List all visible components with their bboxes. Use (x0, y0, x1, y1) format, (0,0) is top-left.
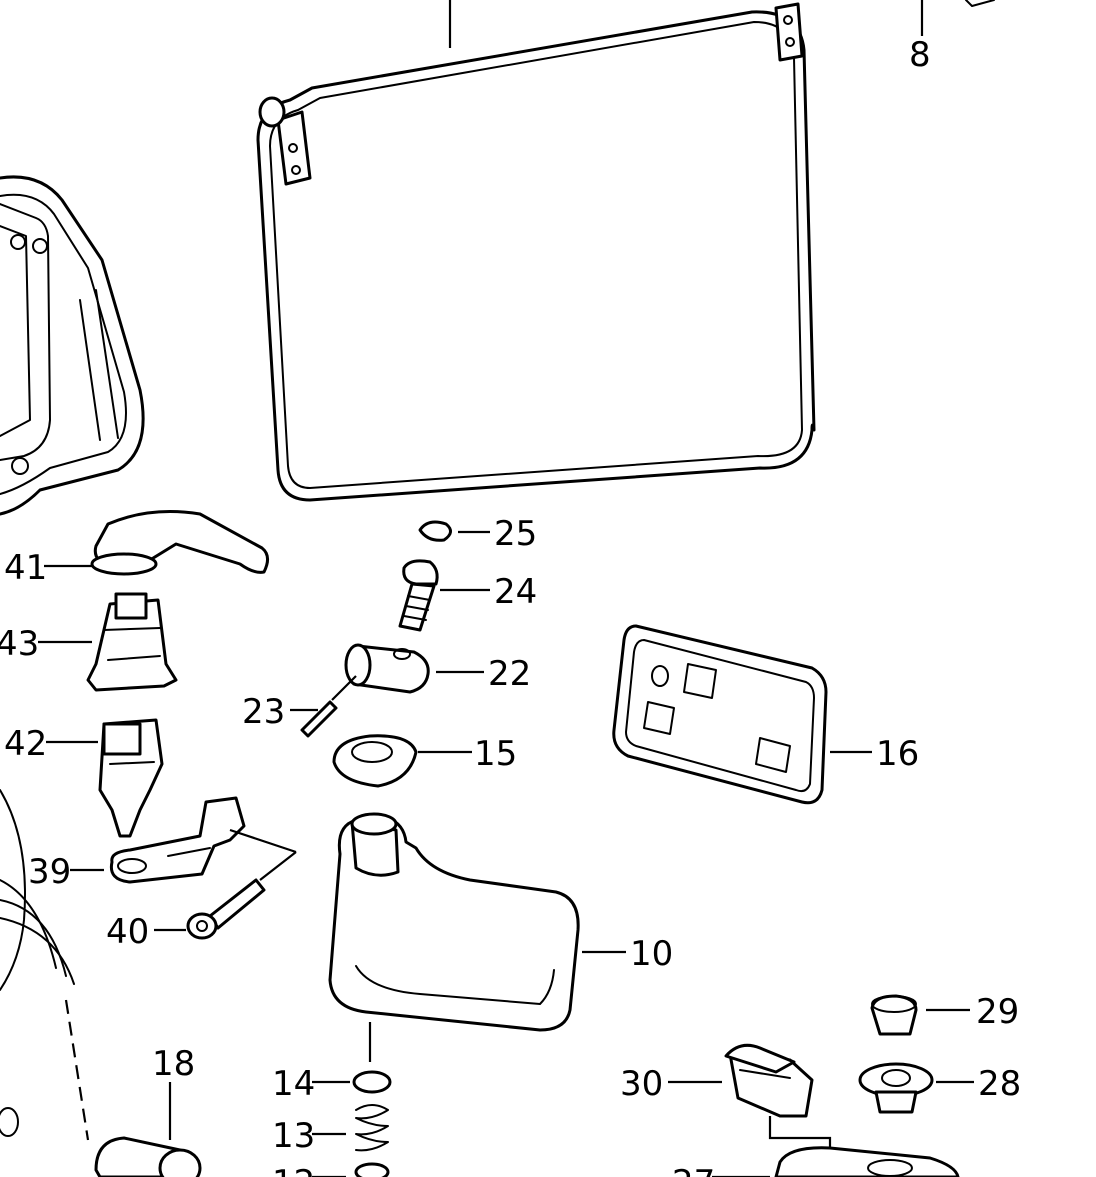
callout-8: 8 (909, 35, 931, 75)
part-41-grommet (44, 510, 269, 576)
part-43-connector (38, 592, 178, 692)
callout-22: 22 (488, 654, 531, 694)
callout-10: 10 (630, 934, 673, 974)
part-10-grip (328, 812, 626, 1062)
callout-29: 29 (976, 992, 1019, 1032)
callout-24: 24 (494, 572, 537, 612)
part-27-base (712, 1146, 960, 1177)
part-28-grommet (858, 1062, 974, 1114)
callout-labels: 8 25 24 22 23 15 16 10 41 43 42 39 40 18… (0, 35, 1021, 1177)
part-25-cap (418, 520, 490, 542)
part-39-bracket (70, 796, 297, 884)
sun-visor (256, 0, 816, 502)
part-14-clip (312, 1070, 392, 1094)
part-22-pivot (344, 643, 484, 694)
part-15-cap (332, 734, 472, 788)
callout-42: 42 (4, 724, 47, 764)
callout-30: 30 (620, 1064, 663, 1104)
mirror-housing (0, 175, 145, 516)
callout-16: 16 (876, 734, 919, 774)
callout-15: 15 (474, 734, 517, 774)
callout-23: 23 (242, 692, 285, 732)
callout-39: 39 (28, 852, 71, 892)
callout-27: 27 (672, 1163, 715, 1177)
part-29-plug (870, 994, 970, 1036)
part-40-bolt (154, 878, 266, 940)
part-23-pin (290, 675, 357, 738)
callout-13: 13 (272, 1116, 315, 1156)
callout-12: 12 (272, 1163, 315, 1177)
callout-40: 40 (106, 912, 149, 952)
wiring-harness (0, 789, 90, 1141)
part-24-screw (398, 559, 490, 632)
callout-18: 18 (152, 1044, 195, 1084)
part-30-switch (668, 1043, 832, 1160)
part-42-switch (46, 718, 164, 838)
part-12-washer (312, 1162, 390, 1177)
part-13-spring (312, 1104, 389, 1152)
callout-14: 14 (272, 1064, 315, 1104)
callout-43: 43 (0, 624, 39, 664)
part-8-fragment (920, 0, 995, 36)
callout-41: 41 (4, 548, 47, 588)
part-16-panel (612, 624, 872, 805)
callout-28: 28 (978, 1064, 1021, 1104)
part-18-plug (94, 1082, 202, 1177)
callout-25: 25 (494, 514, 537, 554)
